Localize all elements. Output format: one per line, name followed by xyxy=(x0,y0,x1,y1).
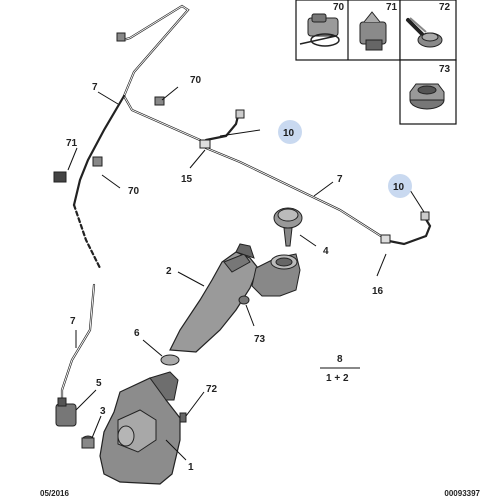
callout-2: 2 xyxy=(166,266,172,277)
callout-70a: 70 xyxy=(190,75,202,86)
callout-8-bottom: 1 + 2 xyxy=(326,373,349,384)
clip-71-icon xyxy=(359,11,387,51)
callout-10a: 10 xyxy=(283,128,295,139)
callout-72: 72 xyxy=(206,384,218,395)
nut-73-icon xyxy=(409,83,445,110)
inset-parts-panel: 70 71 72 73 xyxy=(295,0,457,125)
footer-date: 05/2016 xyxy=(40,489,69,498)
callout-labels: 7 70 10 71 15 70 7 10 4 2 16 73 7 6 8 1 … xyxy=(66,75,405,473)
callout-5: 5 xyxy=(96,378,102,389)
inset-label-70: 70 xyxy=(333,2,345,13)
seal-6-shape xyxy=(160,354,180,366)
inset-label-71: 71 xyxy=(386,2,398,13)
callout-7b: 7 xyxy=(337,174,343,185)
screw-72-icon xyxy=(406,17,443,48)
callout-7a: 7 xyxy=(92,82,98,93)
callout-16: 16 xyxy=(372,286,384,297)
inset-label-73: 73 xyxy=(439,64,451,75)
callout-6: 6 xyxy=(134,328,140,339)
washer-reservoir xyxy=(55,207,303,485)
washer-hoses xyxy=(60,4,432,402)
callout-8-top: 8 xyxy=(337,354,343,365)
callout-15: 15 xyxy=(181,174,193,185)
callout-1: 1 xyxy=(188,462,194,473)
hose-clips xyxy=(53,32,430,221)
inset-label-72: 72 xyxy=(439,2,451,13)
callout-4: 4 xyxy=(323,246,329,257)
callout-3: 3 xyxy=(100,406,106,417)
callout-70b: 70 xyxy=(128,186,140,197)
clip-70-icon xyxy=(299,13,340,47)
callout-73: 73 xyxy=(254,334,266,345)
callout-10b: 10 xyxy=(393,182,405,193)
leader-lines xyxy=(67,86,425,461)
connector-15-shape xyxy=(199,139,211,149)
connector-16-shape xyxy=(380,234,391,244)
footer-reference: 00093397 xyxy=(444,489,480,498)
callout-71: 71 xyxy=(66,138,78,149)
highlight-10a xyxy=(278,120,302,144)
callout-7c: 7 xyxy=(70,316,76,327)
highlight-10b xyxy=(388,174,412,198)
pump-5-shape xyxy=(55,403,77,427)
